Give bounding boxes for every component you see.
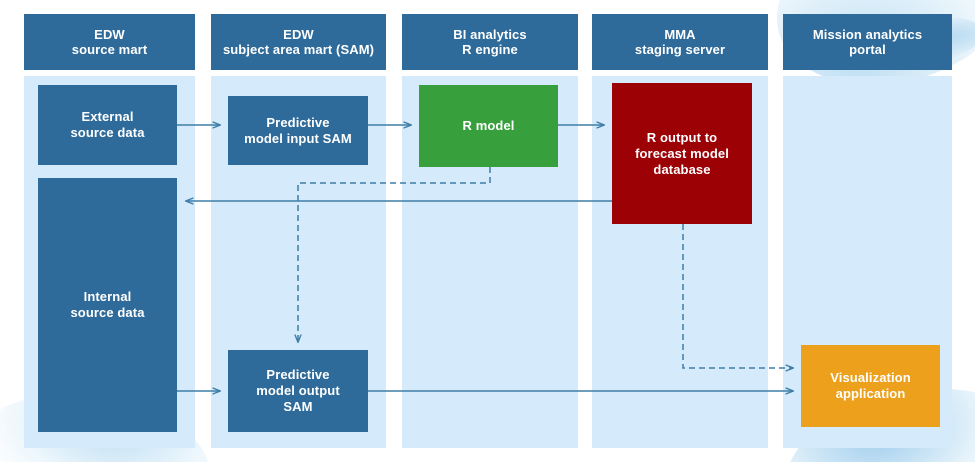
lane-header-line1: BI analytics (453, 26, 527, 42)
node-label: External source data (70, 109, 145, 140)
node-label: Visualization application (830, 370, 911, 401)
lane-header-line1: EDW (283, 26, 314, 42)
lane-header-mission-portal[interactable]: Mission analytics portal (783, 14, 952, 70)
node-label: R model (462, 118, 515, 133)
node-label: R output to forecast model database (635, 129, 729, 177)
node-external-source-data[interactable]: External source data (38, 85, 177, 165)
lane-header-line2: portal (849, 42, 886, 57)
node-label: Predictive model output SAM (256, 367, 340, 414)
lane-header-line2: subject area mart (SAM) (222, 42, 375, 57)
lane-header-line2: staging server (634, 42, 726, 57)
lane-header-line2: source mart (71, 42, 148, 57)
node-label: Predictive model input SAM (244, 114, 352, 146)
lane-header-line2: R engine (462, 42, 518, 57)
node-internal-source-data[interactable]: Internal source data (38, 178, 177, 432)
node-predictive-model-input-sam[interactable]: Predictive model input SAM (228, 96, 368, 165)
lane-header-line1: EDW (94, 26, 125, 42)
lane-header-line1: Mission analytics (812, 26, 923, 42)
lane-header-mma-staging[interactable]: MMA staging server (592, 14, 768, 70)
lane-header-edw-source-mart[interactable]: EDW source mart (24, 14, 195, 70)
lane-header-bi-analytics[interactable]: BI analytics R engine (402, 14, 578, 70)
node-r-output-forecast-db[interactable]: R output to forecast model database (612, 83, 752, 224)
lane-header-edw-sam[interactable]: EDW subject area mart (SAM) (211, 14, 386, 70)
node-predictive-model-output-sam[interactable]: Predictive model output SAM (228, 350, 368, 432)
node-visualization-application[interactable]: Visualization application (801, 345, 940, 427)
lane-header-line1: MMA (664, 26, 696, 42)
node-r-model[interactable]: R model (419, 85, 558, 167)
node-label: Internal source data (70, 289, 145, 320)
